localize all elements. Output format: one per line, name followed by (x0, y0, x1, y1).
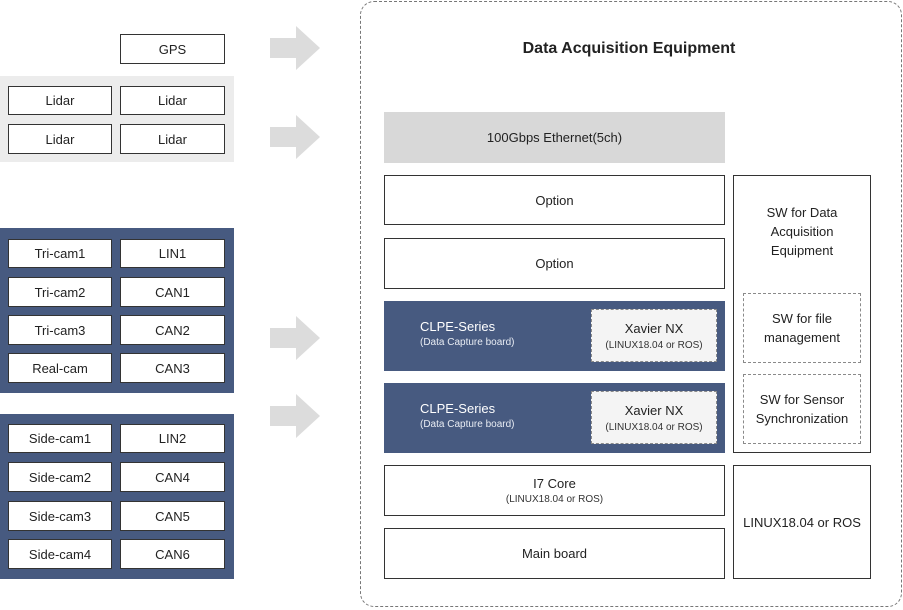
i7-core-box: I7 Core (LINUX18.04 or ROS) (384, 465, 725, 516)
software-title: SW for Data Acquisition Equipment (766, 205, 838, 258)
xavier-label: Xavier NX (624, 402, 684, 418)
option-box: Option (384, 238, 725, 289)
ethernet-bar: 100Gbps Ethernet(5ch) (384, 112, 725, 163)
lidar-box: Lidar (8, 124, 112, 154)
clpe-label: CLPE-Series (420, 401, 496, 416)
clpe-board: CLPE-Series (Data Capture board) Xavier … (384, 301, 725, 371)
camera-box: Side-cam1 (8, 424, 112, 453)
xavier-os: (LINUX18.04 or ROS) (605, 421, 703, 433)
camera-box: Tri-cam1 (8, 239, 112, 268)
camera-box: Tri-cam3 (8, 315, 112, 345)
clpe-sublabel: (Data Capture board) (420, 419, 515, 430)
camera-box: Side-cam2 (8, 462, 112, 492)
bus-box: LIN1 (120, 239, 225, 268)
bus-box: CAN2 (120, 315, 225, 345)
sensor-sync-box: SW for Sensor Synchronization (743, 374, 861, 444)
camera-box: Real-cam (8, 353, 112, 383)
clpe-sublabel: (Data Capture board) (420, 337, 515, 348)
gps-box: GPS (120, 34, 225, 64)
main-board-box: Main board (384, 528, 725, 579)
bus-box: CAN6 (120, 539, 225, 569)
bus-box: CAN5 (120, 501, 225, 531)
camera-box: Side-cam3 (8, 501, 112, 531)
right-arrow-icon (270, 115, 320, 159)
xavier-label: Xavier NX (624, 320, 684, 336)
os-box: LINUX18.04 or ROS (733, 465, 871, 579)
right-arrow-icon (270, 26, 320, 70)
file-management-box: SW for file management (743, 293, 861, 363)
clpe-board: CLPE-Series (Data Capture board) Xavier … (384, 383, 725, 453)
lidar-box: Lidar (8, 86, 112, 115)
i7-core-os: (LINUX18.04 or ROS) (505, 494, 604, 505)
bus-box: CAN3 (120, 353, 225, 383)
xavier-module: Xavier NX (LINUX18.04 or ROS) (591, 309, 717, 362)
i7-core-label: I7 Core (533, 476, 576, 491)
option-label: Option (535, 192, 574, 208)
right-arrow-icon (270, 394, 320, 438)
camera-box: Side-cam4 (8, 539, 112, 569)
option-box: Option (384, 175, 725, 225)
camera-box: Tri-cam2 (8, 277, 112, 307)
equipment-container (360, 1, 902, 607)
xavier-module: Xavier NX (LINUX18.04 or ROS) (591, 391, 717, 444)
bus-box: CAN4 (120, 462, 225, 492)
os-label: LINUX18.04 or ROS (743, 514, 861, 530)
bus-box: CAN1 (120, 277, 225, 307)
right-arrow-icon (270, 316, 320, 360)
xavier-os: (LINUX18.04 or ROS) (605, 339, 703, 351)
main-board-label: Main board (521, 546, 588, 561)
file-management-label: SW for file management (764, 311, 840, 345)
clpe-label: CLPE-Series (420, 319, 496, 334)
equipment-title: Data Acquisition Equipment (522, 40, 736, 57)
sensor-sync-label: SW for Sensor Synchronization (755, 392, 849, 426)
lidar-box: Lidar (120, 86, 225, 115)
bus-box: LIN2 (120, 424, 225, 453)
option-label: Option (535, 256, 574, 271)
lidar-box: Lidar (120, 124, 225, 154)
